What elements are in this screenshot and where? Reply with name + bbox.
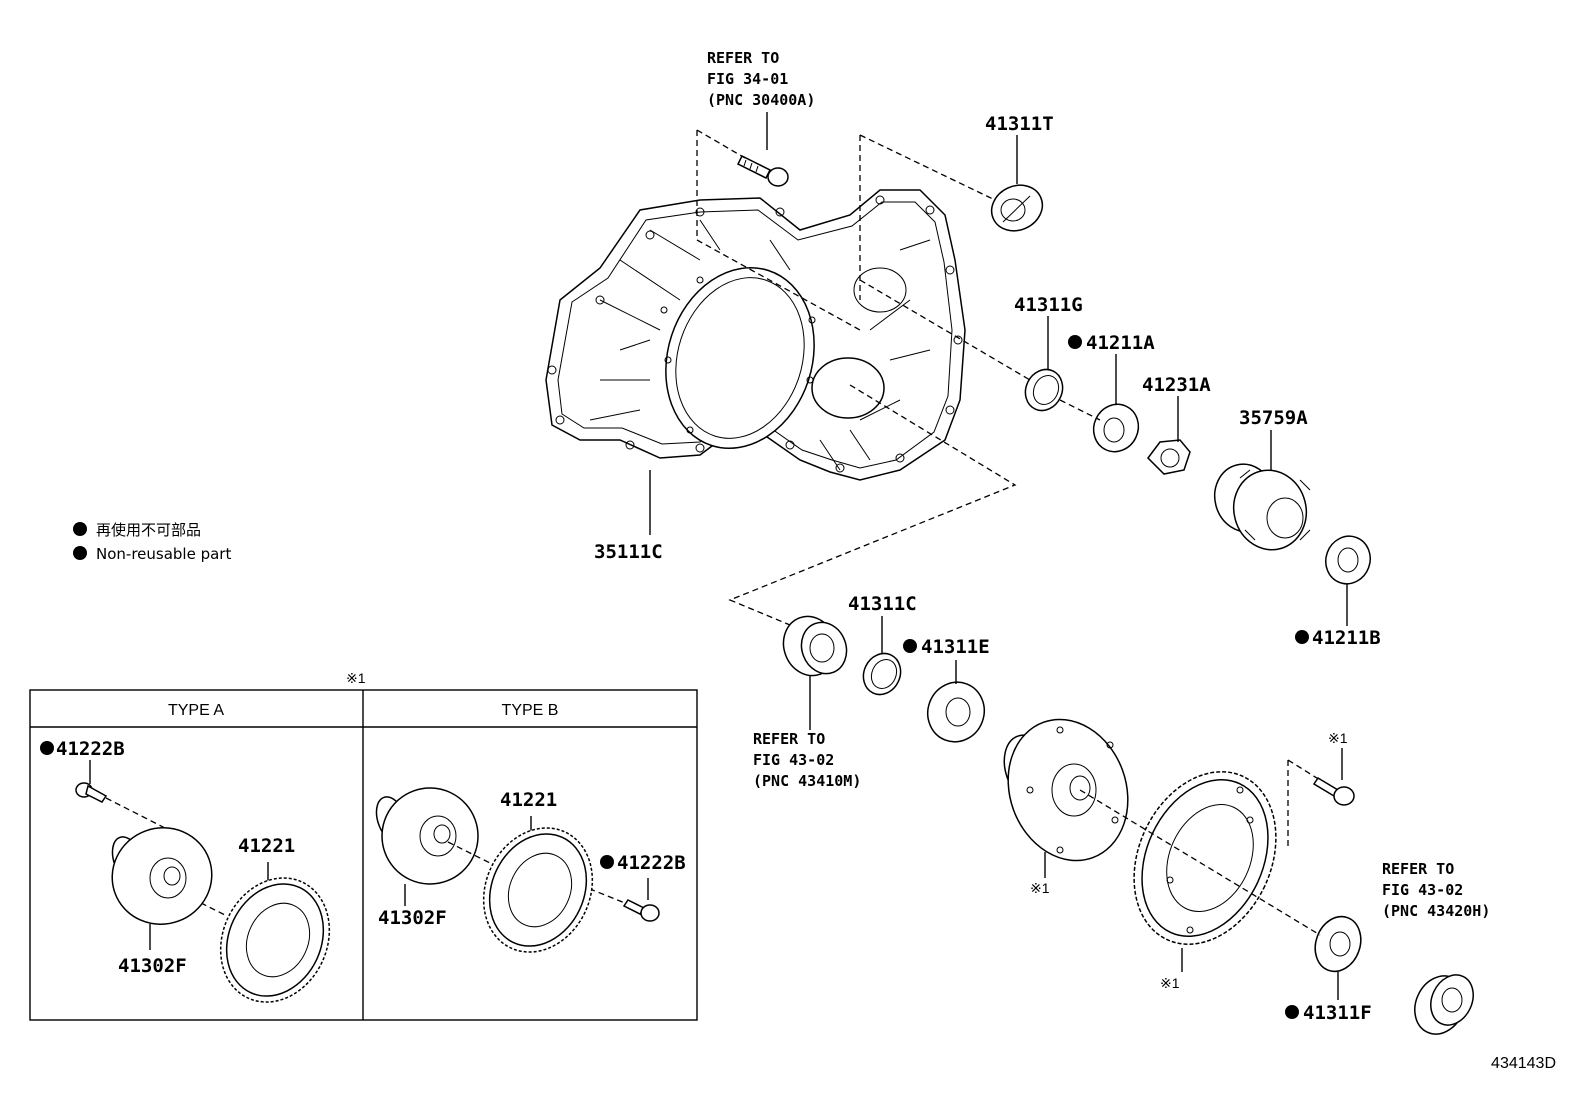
type-b-case (375, 787, 479, 885)
label-b-41302f: 41302F (378, 907, 447, 929)
ref-line-2: FIG 43-02 (1382, 881, 1463, 899)
label-b-41221: 41221 (500, 789, 557, 811)
mark-case: ※1 (1030, 880, 1050, 896)
mark-gear: ※1 (1160, 975, 1180, 991)
type-b-bolt (622, 899, 660, 922)
non-reusable-dot (1285, 1005, 1299, 1019)
transmission-housing-35111c (545, 189, 966, 481)
type-b-ring-gear (482, 827, 594, 953)
housing-bolt (736, 154, 789, 187)
label-41311t: 41311T (985, 113, 1054, 135)
bearing-left-43410m (782, 615, 848, 677)
type-a-header: TYPE A (168, 702, 224, 719)
bearing-41311t (990, 184, 1044, 232)
label-41231a: 41231A (1142, 374, 1211, 396)
type-a-case (111, 827, 213, 925)
reference-right-bearing: REFER TO FIG 43-02 (PNC 43420H) (1382, 860, 1490, 920)
ref-line-3: (PNC 43410M) (753, 772, 861, 790)
non-reusable-dot (1068, 335, 1082, 349)
type-a-ring-gear (219, 877, 331, 1003)
type-b-header: TYPE B (502, 702, 559, 719)
figure-id: 434143D (1491, 1055, 1556, 1072)
label-41211a: 41211A (1086, 332, 1155, 354)
legend-dot (73, 546, 87, 560)
label-a-41221: 41221 (238, 835, 295, 857)
ref-line-3: (PNC 43420H) (1382, 902, 1490, 920)
ref-line-2: FIG 43-02 (753, 751, 834, 769)
bearing-41211a (1092, 403, 1140, 453)
label-41211b: 41211B (1312, 627, 1381, 649)
bearing-41311e (927, 681, 985, 743)
non-reusable-dot (903, 639, 917, 653)
legend: 再使用不可部品 Non-reusable part (73, 521, 231, 563)
label-b-41222b: 41222B (617, 852, 686, 874)
nut-41231a (1147, 439, 1191, 475)
ring-gear-bolt (1312, 776, 1355, 806)
label-41311c: 41311C (848, 593, 917, 615)
reference-housing-bolt: REFER TO FIG 34-01 (PNC 30400A) (707, 49, 815, 109)
reference-left-bearing: REFER TO FIG 43-02 (PNC 43410M) (753, 730, 861, 790)
legend-japanese: 再使用不可部品 (96, 521, 201, 539)
label-a-41222b: 41222B (56, 738, 125, 760)
leader-lines (649, 112, 1348, 1000)
shim-41311c (862, 652, 902, 696)
type-box-marker: ※1 (346, 670, 366, 686)
label-35111c: 35111C (594, 541, 663, 563)
differential-case (1003, 718, 1129, 862)
ref-line-3: (PNC 30400A) (707, 91, 815, 109)
non-reusable-dot (40, 741, 54, 755)
label-a-41302f: 41302F (118, 955, 187, 977)
shim-41311g (1024, 368, 1064, 412)
type-a-bolt (75, 782, 108, 803)
label-41311f: 41311F (1303, 1002, 1372, 1024)
legend-english: Non-reusable part (96, 545, 231, 563)
label-41311e: 41311E (921, 636, 990, 658)
ref-line-1: REFER TO (707, 49, 779, 67)
bearing-41211b (1325, 535, 1371, 585)
ref-line-2: FIG 34-01 (707, 70, 788, 88)
bearing-41311f (1314, 915, 1362, 973)
ref-line-1: REFER TO (753, 730, 825, 748)
assembly-lines (696, 129, 1321, 936)
non-reusable-dot (1295, 630, 1309, 644)
non-reusable-dot (600, 855, 614, 869)
type-box: ※1 TYPE A TYPE B 41222B 41302F 41221 (29, 670, 698, 1021)
label-35759a: 35759A (1239, 407, 1308, 429)
label-41311g: 41311G (1014, 294, 1083, 316)
bearing-right-43420h (1414, 974, 1474, 1035)
ref-line-1: REFER TO (1382, 860, 1454, 878)
legend-dot (73, 522, 87, 536)
gear-35759a (1213, 463, 1311, 551)
ring-gear (1133, 771, 1277, 945)
mark-bolt: ※1 (1328, 730, 1348, 746)
